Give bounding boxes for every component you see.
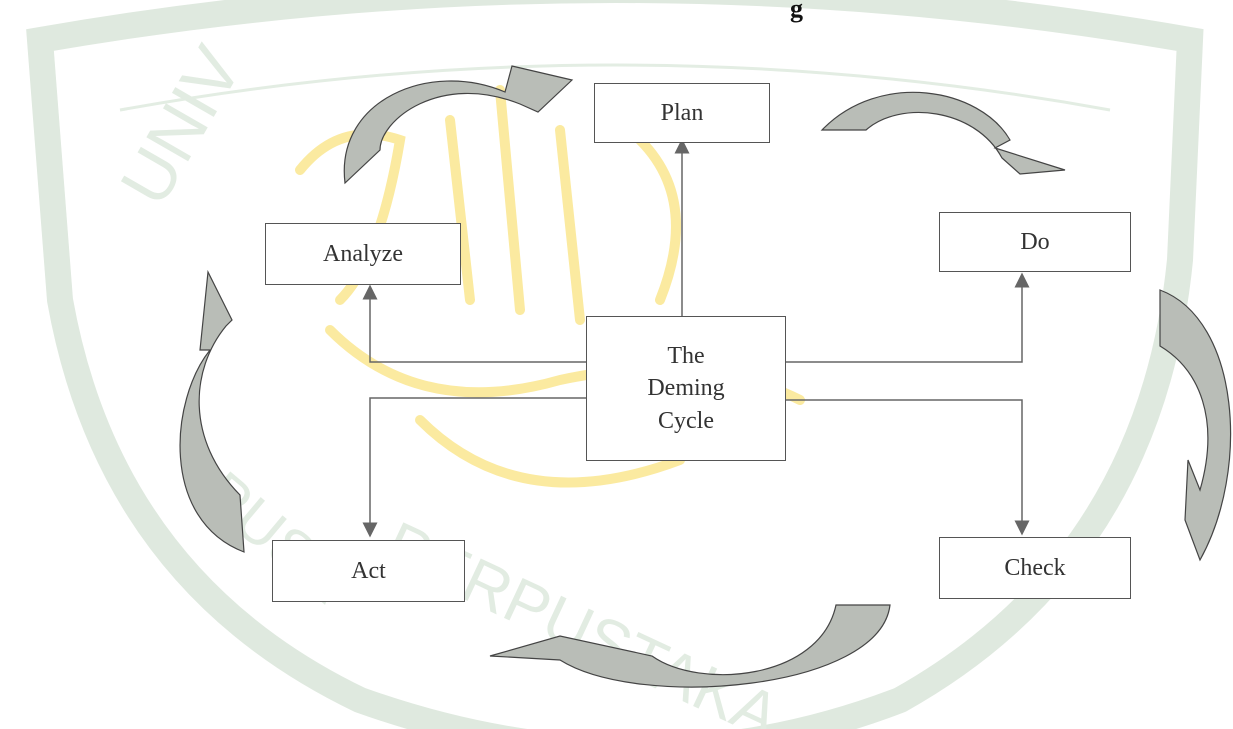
- node-check-label: Check: [1004, 554, 1066, 581]
- seal-outline: [26, 0, 1204, 729]
- curved-arrow-act-to-analyze: [179, 269, 245, 553]
- center-line-1: The: [667, 342, 705, 369]
- connector-do: [786, 272, 1030, 363]
- curved-arrow-do-to-check: [1159, 289, 1232, 562]
- node-do-label: Do: [1020, 228, 1050, 255]
- connector-analyze: [362, 284, 586, 363]
- heading-fragment: g: [790, 0, 803, 23]
- node-check: Check: [939, 537, 1131, 599]
- curved-arrow-check-to-act: [489, 604, 891, 688]
- connector-check: [786, 399, 1030, 536]
- node-act-label: Act: [351, 557, 386, 584]
- curved-arrow-analyze-to-plan: [343, 65, 574, 185]
- connector-act: [362, 397, 586, 538]
- node-analyze: Analyze: [265, 223, 461, 285]
- node-act: Act: [272, 540, 465, 602]
- node-center: The Deming Cycle: [586, 316, 786, 461]
- center-line-3: Cycle: [658, 407, 714, 434]
- seal-arc: [119, 63, 1111, 112]
- node-do: Do: [939, 212, 1131, 272]
- curved-arrow-plan-to-do: [820, 91, 1066, 175]
- node-plan: Plan: [594, 83, 770, 143]
- center-line-2: Deming: [647, 375, 725, 402]
- node-plan-label: Plan: [660, 99, 704, 126]
- node-analyze-label: Analyze: [323, 240, 403, 267]
